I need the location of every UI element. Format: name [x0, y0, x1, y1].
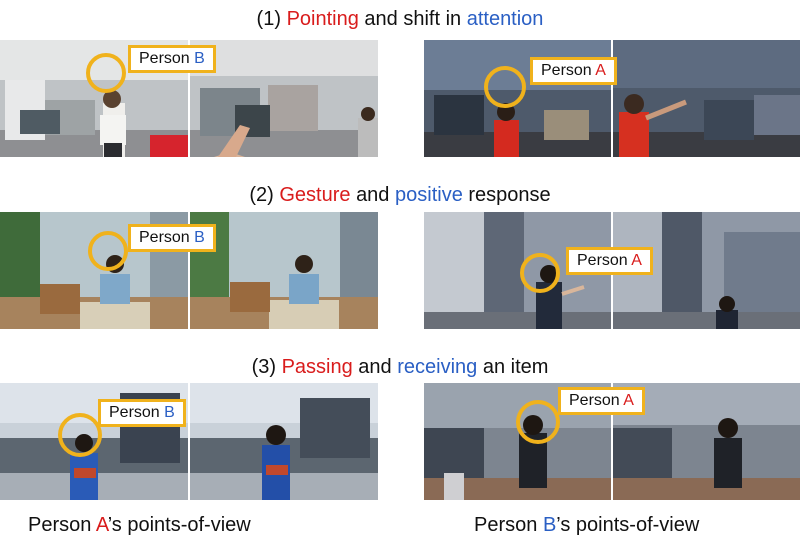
row1-verb-action: Pointing: [286, 8, 359, 30]
row2-verb-reaction: positive: [395, 184, 463, 206]
person-word: Person: [139, 229, 190, 246]
row3-left-photo: [0, 383, 378, 500]
person-a-label: Person A: [558, 387, 645, 415]
person-b-label: Person B: [128, 224, 216, 252]
caption-person-word: Person: [28, 514, 92, 536]
person-b-highlight-ring: [88, 231, 128, 271]
row2-left-photo: [0, 212, 378, 329]
person-b-label: Person B: [128, 45, 216, 73]
caption-person-b-view: Person B’s points-of-view: [474, 514, 699, 537]
row3-verb-reaction: receiving: [397, 356, 478, 378]
caption-letter-a: A: [95, 514, 108, 536]
person-a-label: Person A: [566, 247, 653, 275]
person-b-label: Person B: [98, 399, 186, 427]
person-letter-b: B: [194, 229, 205, 246]
row1-verb-reaction: attention: [466, 8, 544, 30]
person-letter-a: A: [623, 392, 634, 409]
row2-number: (2): [249, 184, 274, 206]
row3-verb-action: Passing: [281, 356, 353, 378]
row2-heading: (2) Gesture and positive response: [0, 184, 800, 207]
row2-connector: and: [356, 184, 390, 206]
person-word: Person: [569, 392, 620, 409]
person-b-highlight-ring: [86, 53, 126, 93]
person-b-highlight-ring: [58, 413, 102, 457]
caption-suffix: ’s points-of-view: [556, 514, 700, 536]
person-word: Person: [541, 62, 592, 79]
person-letter-b: B: [164, 404, 175, 421]
caption-letter-b: B: [542, 514, 557, 536]
caption-suffix: ’s points-of-view: [107, 514, 251, 536]
row1-number: (1): [256, 8, 281, 30]
row2-tail: response: [468, 184, 551, 206]
person-letter-b: B: [194, 50, 205, 67]
row1-connector: and shift in: [364, 8, 462, 30]
person-word: Person: [577, 252, 628, 269]
row3-number: (3): [251, 356, 277, 378]
person-letter-a: A: [631, 252, 642, 269]
row3-heading: (3) Passing and receiving an item: [0, 356, 800, 379]
person-word: Person: [139, 50, 190, 67]
person-a-highlight-ring: [516, 400, 560, 444]
row3-connector: and: [358, 356, 392, 378]
person-letter-a: A: [595, 62, 606, 79]
row1-heading: (1) Pointing and shift in attention: [0, 8, 800, 31]
person-word: Person: [109, 404, 160, 421]
row2-verb-action: Gesture: [279, 184, 351, 206]
person-a-label: Person A: [530, 57, 617, 85]
caption-person-word: Person: [474, 514, 538, 536]
person-a-highlight-ring: [520, 253, 560, 293]
row3-tail: an item: [482, 356, 549, 378]
caption-person-a-view: Person A’s points-of-view: [28, 514, 251, 537]
person-a-highlight-ring: [484, 66, 526, 108]
